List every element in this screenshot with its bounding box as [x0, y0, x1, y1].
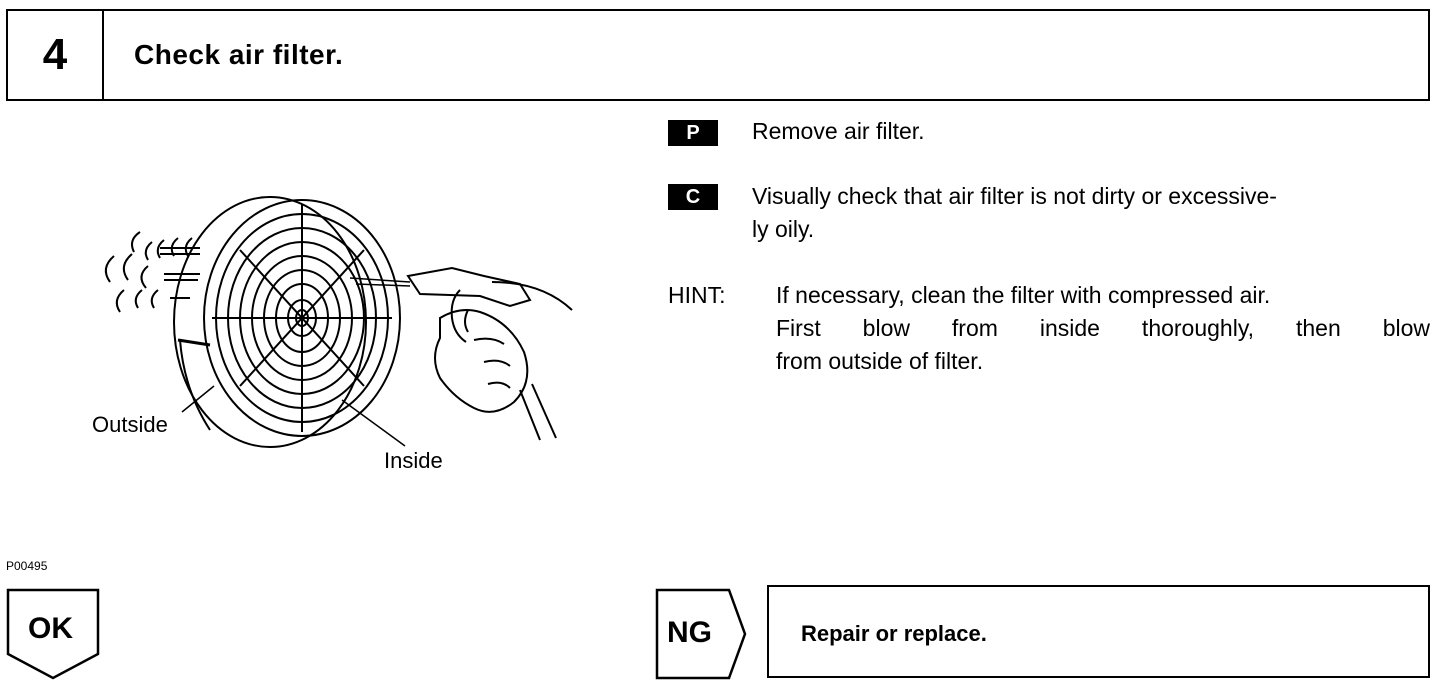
outside-label: Outside [92, 412, 168, 437]
step-number: 4 [8, 11, 104, 99]
air-filter-illustration: Outside Inside [80, 190, 600, 480]
hint-label: HINT: [668, 282, 726, 308]
p-badge: P [668, 120, 718, 146]
ng-tag-shape [655, 588, 747, 680]
ok-tag-shape [6, 588, 100, 680]
ng-label: NG [667, 616, 712, 649]
ok-result-tag: OK [6, 588, 102, 687]
step-title: Check air filter. [134, 39, 344, 70]
hint-line2: First blow from inside thoroughly, then … [776, 315, 1430, 341]
hint-line1: If necessary, clean the filter with comp… [776, 282, 1271, 308]
ng-result-tag: NG [655, 588, 747, 685]
hint-line3: from outside of filter. [776, 348, 984, 374]
figure-code: P00495 [6, 559, 48, 573]
c-instruction-line2: ly oily. [752, 216, 815, 242]
inside-label: Inside [384, 448, 443, 473]
c-badge: C [668, 184, 718, 210]
air-filter-drawing [104, 196, 573, 448]
ng-action-box: Repair or replace. [767, 585, 1430, 678]
ng-action-text: Repair or replace. [801, 621, 987, 646]
step-header: 4 Check air filter. [6, 9, 1430, 101]
ok-label: OK [28, 612, 73, 645]
p-instruction: Remove air filter. [752, 118, 925, 144]
c-instruction-line1: Visually check that air filter is not di… [752, 183, 1277, 209]
